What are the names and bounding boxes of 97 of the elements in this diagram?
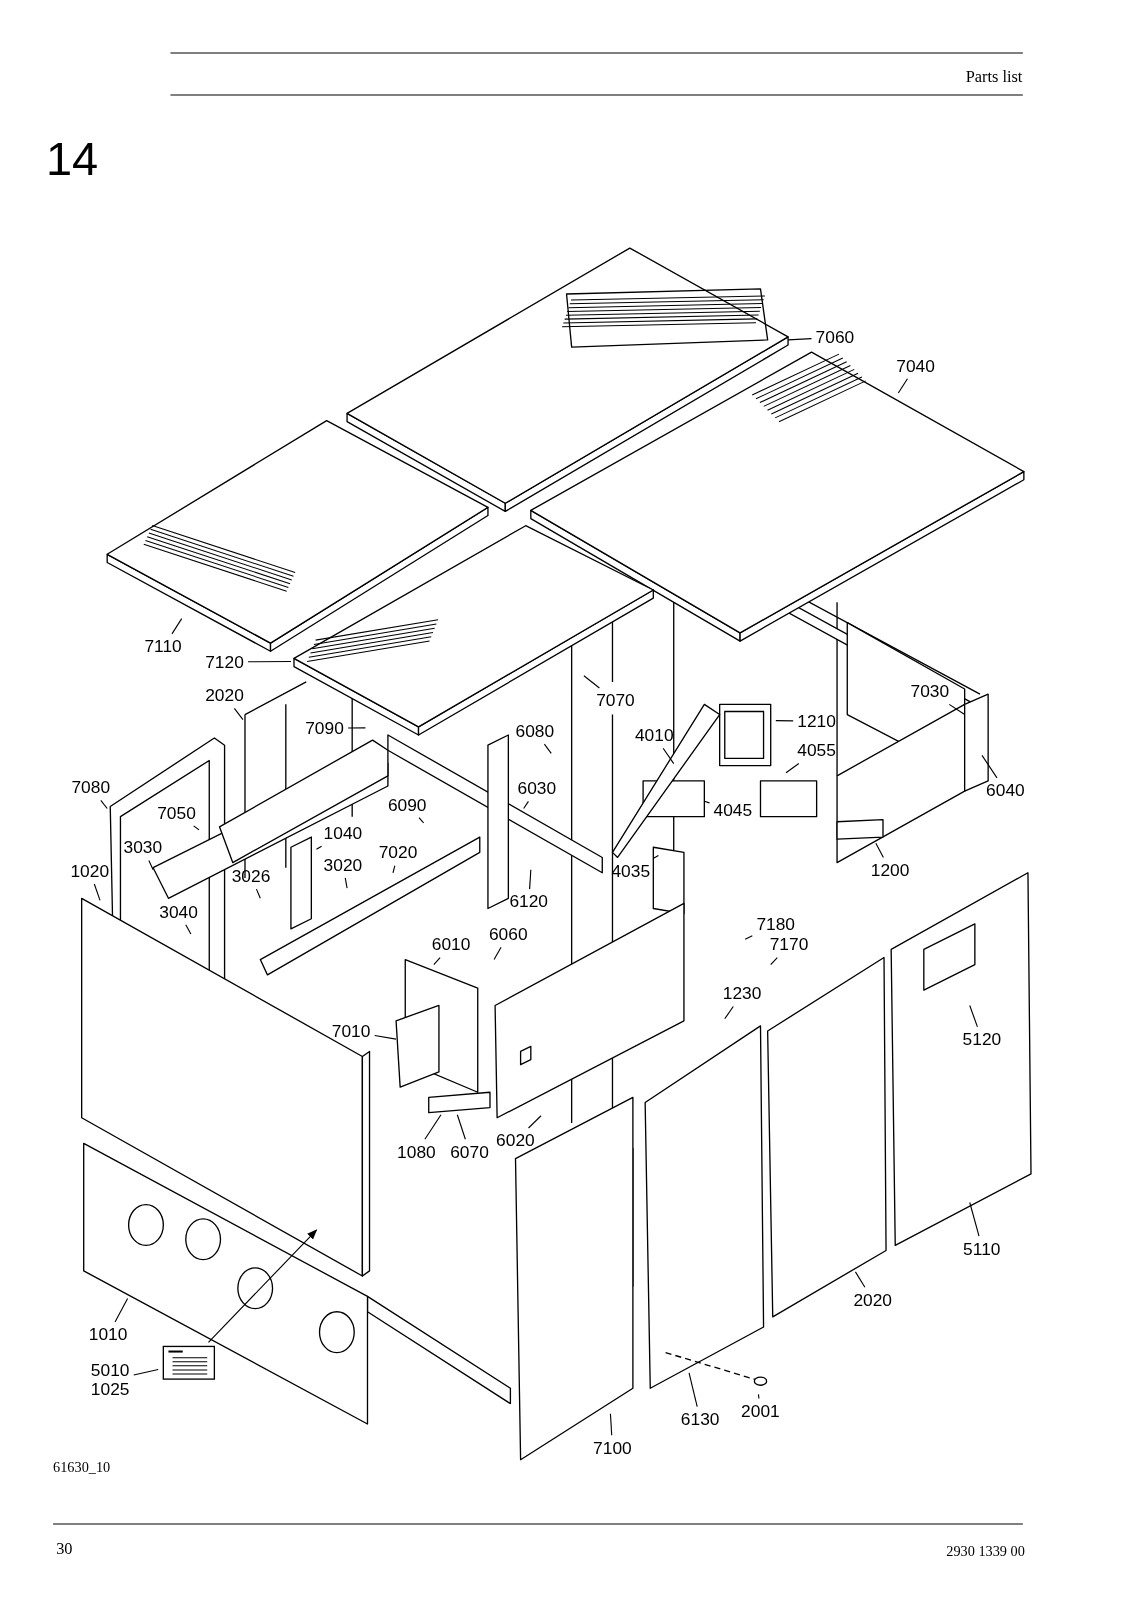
- callout-number: 7030: [909, 681, 951, 701]
- leader-line: [775, 720, 794, 722]
- leader-line: [392, 865, 396, 874]
- callout-number: 7180: [755, 914, 797, 934]
- callout-number: 6020: [495, 1130, 536, 1150]
- callout-number: 3020: [322, 854, 364, 875]
- callout-number: 1200: [869, 860, 911, 880]
- callout-number: 5120: [961, 1029, 1003, 1049]
- leader-line: [374, 1034, 397, 1040]
- callout-number: 7010: [330, 1021, 372, 1041]
- leader-line: [662, 747, 675, 765]
- callout-number: 7040: [895, 355, 936, 376]
- callout-number: 7110: [143, 636, 183, 656]
- callout-number: 2001: [740, 1401, 781, 1421]
- callout-number: 1020: [69, 861, 111, 881]
- leader-line: [233, 707, 244, 721]
- callout-number: 3030: [122, 837, 164, 857]
- callout-number: 6090: [386, 794, 428, 815]
- callout-number: 7060: [814, 327, 856, 347]
- figure-code: 61630_10: [53, 1459, 111, 1477]
- callout-number: 4010: [633, 725, 675, 745]
- leader-line: [114, 1297, 129, 1323]
- arrow: [207, 1229, 318, 1343]
- leader-line: [981, 754, 998, 779]
- callout-number: 2020: [852, 1289, 893, 1310]
- leader-line: [529, 869, 532, 890]
- callout-number: 6130: [679, 1409, 721, 1429]
- leader-line: [969, 1004, 978, 1028]
- callout-number: 1230: [721, 983, 763, 1003]
- leader-line: [193, 825, 200, 831]
- callout-number: 6070: [449, 1141, 490, 1162]
- leader-line: [133, 1368, 159, 1376]
- callout-number: 3040: [158, 901, 199, 922]
- callout-number: 7090: [304, 718, 345, 738]
- leader-line: [785, 763, 800, 774]
- leader-line: [93, 883, 101, 901]
- leader-line: [969, 1201, 980, 1237]
- leader-line: [347, 727, 366, 729]
- leader-line: [255, 888, 261, 899]
- leader-line: [609, 1413, 613, 1436]
- callout-number: 6060: [487, 924, 529, 944]
- leader-line: [854, 1271, 866, 1288]
- leader-line: [433, 956, 441, 966]
- leader-line: [703, 800, 710, 804]
- leader-line: [148, 859, 154, 871]
- leader-line: [418, 817, 425, 824]
- callout-number: 6030: [516, 778, 558, 798]
- leader-line: [247, 660, 292, 663]
- callout-number: 4045: [712, 799, 754, 820]
- leader-line: [424, 1114, 442, 1140]
- leader-line: [171, 618, 183, 635]
- leader-line: [744, 935, 753, 940]
- callout-number: 1040: [322, 823, 364, 843]
- leader-line: [652, 854, 659, 860]
- callout-number: 1010: [87, 1324, 129, 1344]
- callout-number: 7050: [156, 802, 197, 823]
- leader-line: [100, 799, 108, 810]
- callout-number: 7080: [70, 777, 112, 797]
- leader-line: [456, 1114, 466, 1140]
- callout-number: 7120: [204, 651, 245, 672]
- callout-number: 7020: [377, 842, 419, 863]
- leader-line: [315, 845, 323, 850]
- section-number: 14: [45, 130, 99, 186]
- leader-line: [948, 703, 966, 716]
- leader-line: [523, 800, 529, 810]
- leader-line: [527, 1115, 542, 1129]
- callout-number: 1210: [796, 711, 837, 731]
- callout-number: 7100: [592, 1437, 633, 1458]
- callout-number: 4055: [796, 740, 837, 760]
- leader-line: [543, 743, 552, 754]
- leader-line: [787, 338, 813, 341]
- leader-line: [897, 378, 909, 394]
- callout-number: 6010: [430, 934, 472, 954]
- callout-number: 2020: [204, 685, 245, 705]
- leader-line: [724, 1005, 734, 1020]
- page-number: 30: [56, 1539, 73, 1558]
- leader-line: [770, 956, 778, 966]
- leader-line: [688, 1372, 698, 1408]
- leader-line: [875, 842, 884, 859]
- callout-number: 5110: [962, 1238, 1002, 1259]
- header-title: Parts list: [965, 67, 1023, 86]
- leader-line: [583, 675, 600, 689]
- callout-number: 6040: [985, 780, 1026, 800]
- leader-line: [757, 1393, 760, 1400]
- callout-number: 5010 1025: [89, 1360, 131, 1400]
- callout-number: 7070: [595, 690, 636, 710]
- leader-line: [185, 924, 192, 935]
- callout-number: 6120: [508, 891, 549, 912]
- callout-number: 4035: [610, 861, 652, 881]
- leader-line: [493, 946, 502, 961]
- callout-number: 1080: [396, 1141, 437, 1162]
- callout-number: 6080: [514, 721, 556, 741]
- callout-number: 3026: [230, 866, 272, 886]
- label-plate-drawing: [161, 1345, 217, 1381]
- leader-line: [344, 877, 348, 889]
- callout-number: 7170: [768, 934, 810, 954]
- document-number: 2930 1339 00: [946, 1543, 1025, 1560]
